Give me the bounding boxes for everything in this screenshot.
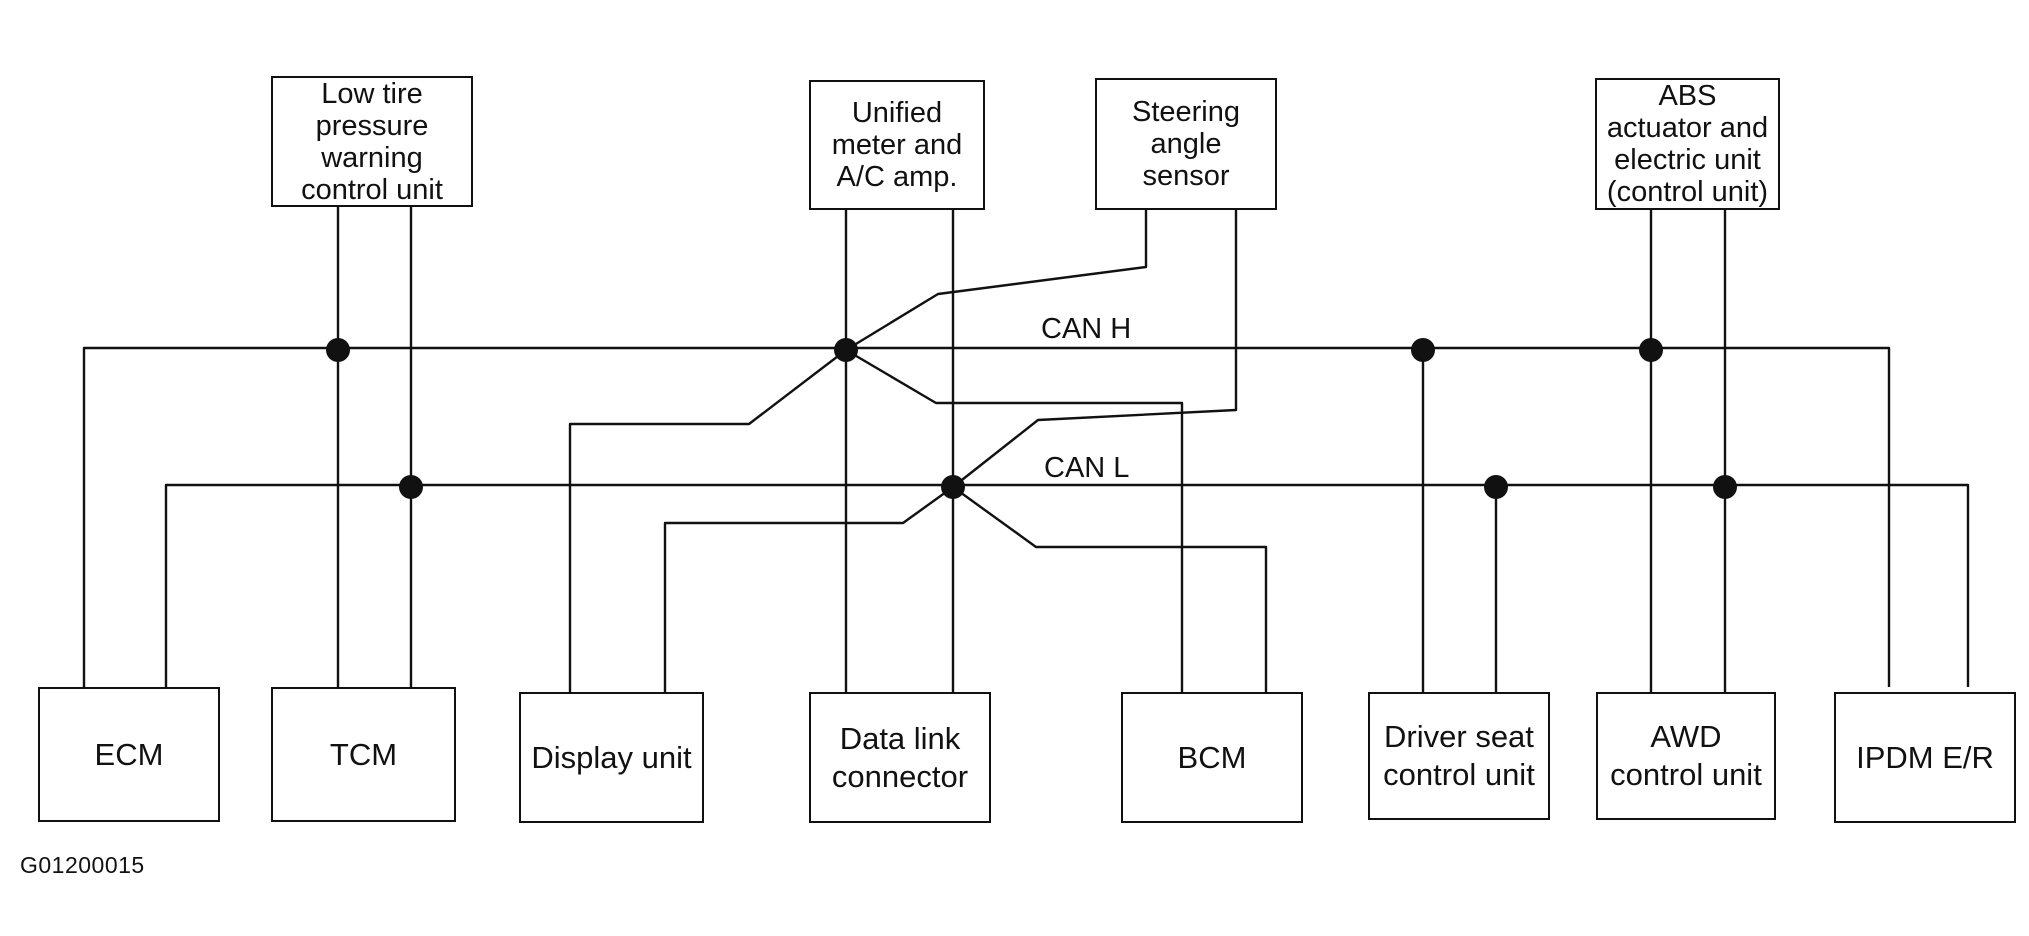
abs-actuator-box: ABS actuator and electric unit (control … [1595,78,1780,210]
awd-control-unit-box: AWD control unit [1596,692,1776,820]
can-h-bus-line [82,346,1891,687]
steering-l-wire [952,210,1238,488]
display-h-wire [568,349,847,692]
unified-meter-box: Unified meter and A/C amp. [809,80,985,210]
tcm-box: TCM [271,687,456,822]
unified-meter-label: Unified meter and A/C amp. [831,97,963,193]
low-tire-pressure-unit-box: Low tire pressure warning control unit [271,76,473,207]
bcm-l-wire [952,486,1268,692]
can-h-label: CAN H [1041,313,1132,345]
junction-dot [834,338,858,362]
bcm-label: BCM [1177,739,1247,775]
steering-angle-sensor-label: Steering angle sensor [1131,96,1240,192]
can-l-label: CAN L [1044,452,1130,484]
junction-dot [1639,338,1663,362]
junction-dot [1411,338,1435,362]
can-l-bus-line [164,483,1970,687]
junction-dot [941,475,965,499]
bcm-h-wire [845,348,1184,692]
abs-actuator-label: ABS actuator and electric unit (control … [1606,80,1769,208]
display-l-wire [663,486,954,692]
driver-seat-control-unit-label: Driver seat control unit [1383,719,1535,792]
junction-dot [399,475,423,499]
ipdm-er-box: IPDM E/R [1834,692,2016,823]
display-unit-label: Display unit [531,739,692,775]
ipdm-er-label: IPDM E/R [1856,739,1994,775]
figure-id: G01200015 [20,852,145,878]
low-tire-pressure-unit-label: Low tire pressure warning control unit [301,77,443,206]
ecm-box: ECM [38,687,220,822]
data-link-connector-box: Data link connector [809,692,991,823]
junction-dot [326,338,350,362]
ecm-label: ECM [94,736,164,772]
junction-dot [1713,475,1737,499]
steering-h-wire [845,210,1148,352]
data-link-connector-label: Data link connector [831,720,969,794]
driver-seat-control-unit-box: Driver seat control unit [1368,692,1550,820]
display-unit-box: Display unit [519,692,704,823]
tcm-label: TCM [329,736,398,772]
junction-dot [1484,475,1508,499]
steering-angle-sensor-box: Steering angle sensor [1095,78,1277,210]
bcm-box: BCM [1121,692,1303,823]
awd-control-unit-label: AWD control unit [1610,719,1762,792]
